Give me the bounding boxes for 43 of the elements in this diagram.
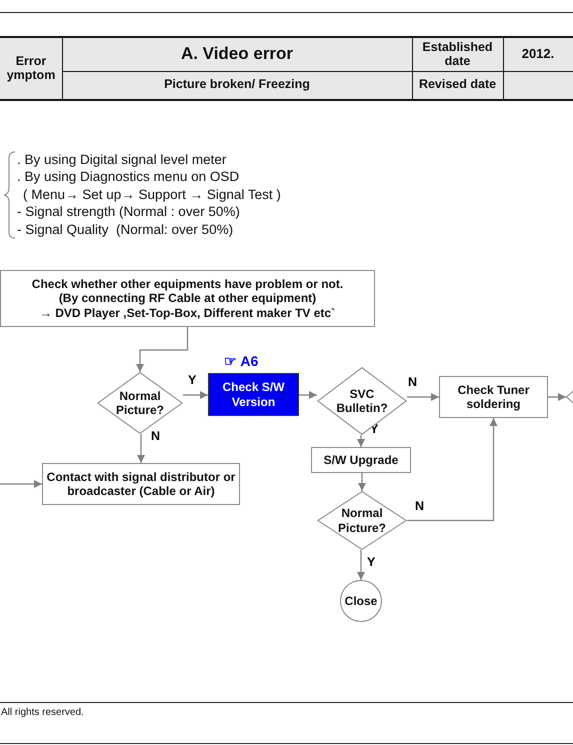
process-box [0,270,375,327]
node-text: Contact with signal distributor or broadcaster (Cable or Air) [46,470,236,498]
arrow [548,393,566,401]
note-text: . By using Digital signal level meter [17,151,228,168]
node-text: Normal Picture? [114,388,165,418]
arrow [407,393,439,401]
node-text: Check Tuner soldering [456,382,530,412]
header-cell-text: Error ymptom [6,52,56,84]
arrow [136,327,188,372]
arrow [407,418,498,522]
header-cell-text: A. Video error [180,43,294,66]
node-text: Normal Picture? [336,506,387,535]
footer-text: All rights reserved. [1,707,84,718]
header-cell-text: 2012. [520,45,556,64]
terminal-circle [340,580,382,622]
arrow [137,434,145,463]
process-box [208,373,299,416]
arrow [0,480,42,488]
node-text: → DVD Player ,Set-Top-Box, Different maker TV etc` [40,306,336,320]
process-box [439,376,548,418]
arrow [358,473,366,491]
process-box [311,447,411,473]
note-text: ( Menu→ Set up→ Support → Signal Test ) [23,186,281,204]
decision-diamond [317,367,407,435]
node-text: S/W Upgrade [324,452,398,468]
node-text: Close [344,594,378,608]
decision-diamond [317,491,407,550]
node-text: SVC Bulletin? [335,386,389,416]
note-text: - Signal strength (Normal : over 50%) [17,203,241,221]
note-text: - Signal Quality (Normal: over 50%) [17,220,234,238]
arrow [357,435,365,447]
node-text: Check whether other equipments have problem or not. [32,276,344,292]
note-text: . By using Diagnostics menu on OSD [17,168,240,186]
header-cell-text: Revised date [418,76,498,94]
header-cell-text: Picture broken/ Freezing [163,76,311,94]
arrow [299,391,317,399]
header-cell-text: Established date [421,38,494,70]
reference-note: ☞ A6 [224,353,258,369]
arrow [357,550,365,580]
node-text: (By connecting RF Cable at other equipment) [58,291,316,306]
process-box [42,463,240,505]
node-text: Check S/W Version [221,380,286,409]
arrow [183,391,208,399]
